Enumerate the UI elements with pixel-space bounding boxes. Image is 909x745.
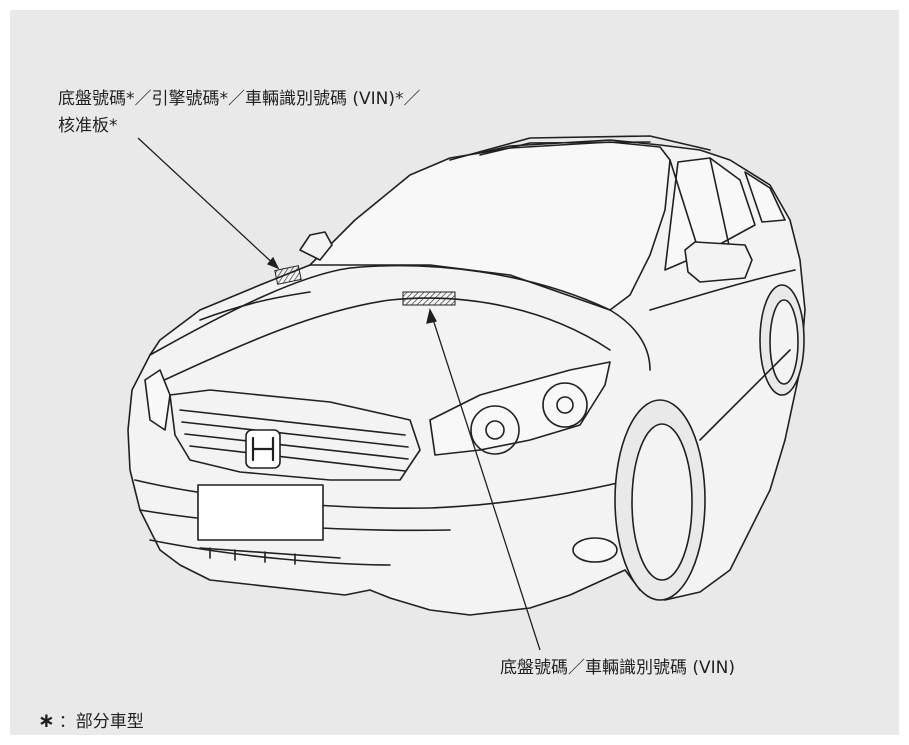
footnote: ∗：部分車型 — [38, 708, 144, 734]
footnote-text: ：部分車型 — [58, 712, 144, 732]
right-mirror — [684, 241, 753, 283]
asterisk-symbol: ∗ — [38, 708, 55, 732]
left-headlight — [144, 369, 171, 431]
vin-plate-hood — [402, 291, 456, 306]
leader-line-top — [137, 137, 279, 269]
hood — [149, 264, 651, 371]
fog-light — [572, 537, 618, 563]
left-mirror — [299, 231, 333, 261]
vin-plate-cowl — [274, 265, 302, 285]
side-window-rear — [744, 171, 786, 223]
car-illustration — [127, 135, 806, 651]
leader-line-bottom — [429, 309, 541, 651]
license-plate — [197, 484, 324, 541]
headlight — [429, 361, 611, 456]
label-top-line2: 核准板* — [58, 116, 118, 136]
label-bottom: 底盤號碼／車輛識別號碼 (VIN) — [500, 658, 736, 678]
diagram-panel: 底盤號碼*／引擎號碼*／車輛識別號碼 (VIN)*／ 核准板* 底盤號碼／車輛識… — [10, 10, 899, 735]
label-top-line1: 底盤號碼*／引擎號碼*／車輛識別號碼 (VIN)*／ — [58, 89, 421, 109]
